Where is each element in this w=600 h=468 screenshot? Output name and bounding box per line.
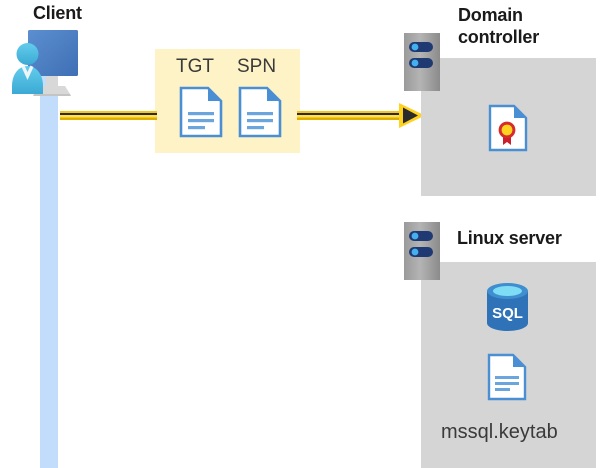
keytab-filename-label: mssql.keytab [441, 421, 558, 443]
message-arrow-segment-left [60, 111, 157, 120]
user-with-monitor-icon [12, 30, 78, 96]
document-icon [179, 86, 223, 138]
token-label-spn: SPN [237, 56, 277, 77]
certificate-document-icon [488, 104, 528, 152]
domain-controller-label: Domain controller [458, 5, 540, 47]
server-icon [404, 222, 440, 280]
message-arrow-segment-right [297, 111, 403, 120]
document-icon [487, 353, 527, 401]
client-label: Client [33, 3, 82, 23]
document-icon [238, 86, 282, 138]
linux-server-label: Linux server [457, 228, 562, 248]
sql-database-icon: SQL [487, 283, 528, 331]
sql-icon-text: SQL [492, 305, 523, 322]
message-arrow-head-icon [399, 103, 425, 128]
client-lifeline [40, 70, 58, 468]
token-label-tgt: TGT [176, 56, 214, 77]
server-icon [404, 33, 440, 91]
